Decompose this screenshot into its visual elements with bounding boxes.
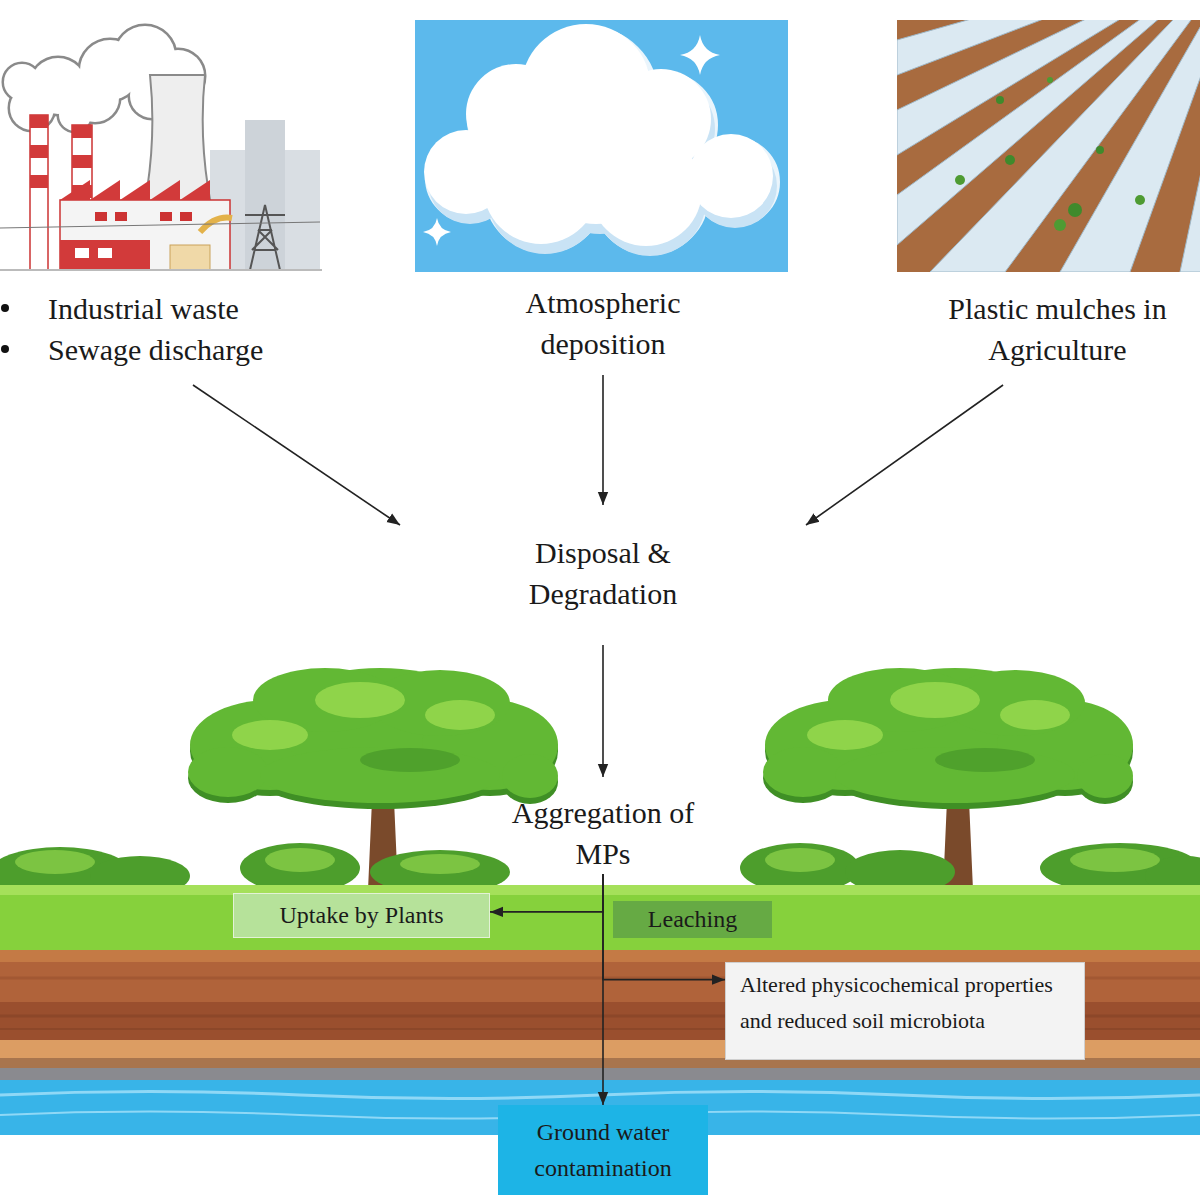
flow-arrow — [602, 645, 604, 777]
node-text: Aggregation of MPs — [488, 792, 718, 874]
bullet — [1, 304, 9, 312]
process-text: Disposal & Degradation — [400, 505, 806, 645]
flow-arrow — [602, 874, 604, 1105]
effect-box: Ground water contamination — [498, 1105, 708, 1195]
flow-arrow — [602, 375, 604, 505]
process-box: Leaching — [613, 901, 772, 938]
process-text: Aggregation of MPs — [488, 777, 718, 874]
flow-arrow — [193, 385, 400, 525]
node-text: Industrial waste — [48, 288, 318, 329]
node-text: Sewage discharge — [48, 329, 318, 370]
effect-box: Altered physicochemical properties and r… — [725, 962, 1085, 1060]
cloud-illustration — [415, 20, 788, 272]
node-text: Altered physicochemical properties and r… — [740, 967, 1070, 1039]
node-text: Leaching — [613, 901, 772, 938]
factory-illustration — [0, 26, 322, 353]
node-text: Disposal & Degradation — [503, 532, 703, 614]
node-text: Plastic mulches in Agriculture — [915, 288, 1200, 370]
bullet — [1, 345, 9, 353]
effect-box: Uptake by Plants — [233, 893, 490, 938]
flow-arrow — [806, 385, 1003, 525]
node-text: Ground water contamination — [498, 1114, 708, 1186]
source-text: Atmospheric deposition — [470, 282, 736, 375]
node-text: Atmospheric deposition — [470, 282, 736, 364]
source-text: Plastic mulches in Agriculture — [915, 288, 1200, 385]
flow-arrow — [490, 874, 603, 912]
source-text: Industrial wasteSewage discharge — [48, 288, 318, 385]
node-text: Uptake by Plants — [234, 894, 489, 937]
mulch-field-illustration — [897, 20, 1200, 272]
landscape-illustration — [0, 668, 1200, 1135]
